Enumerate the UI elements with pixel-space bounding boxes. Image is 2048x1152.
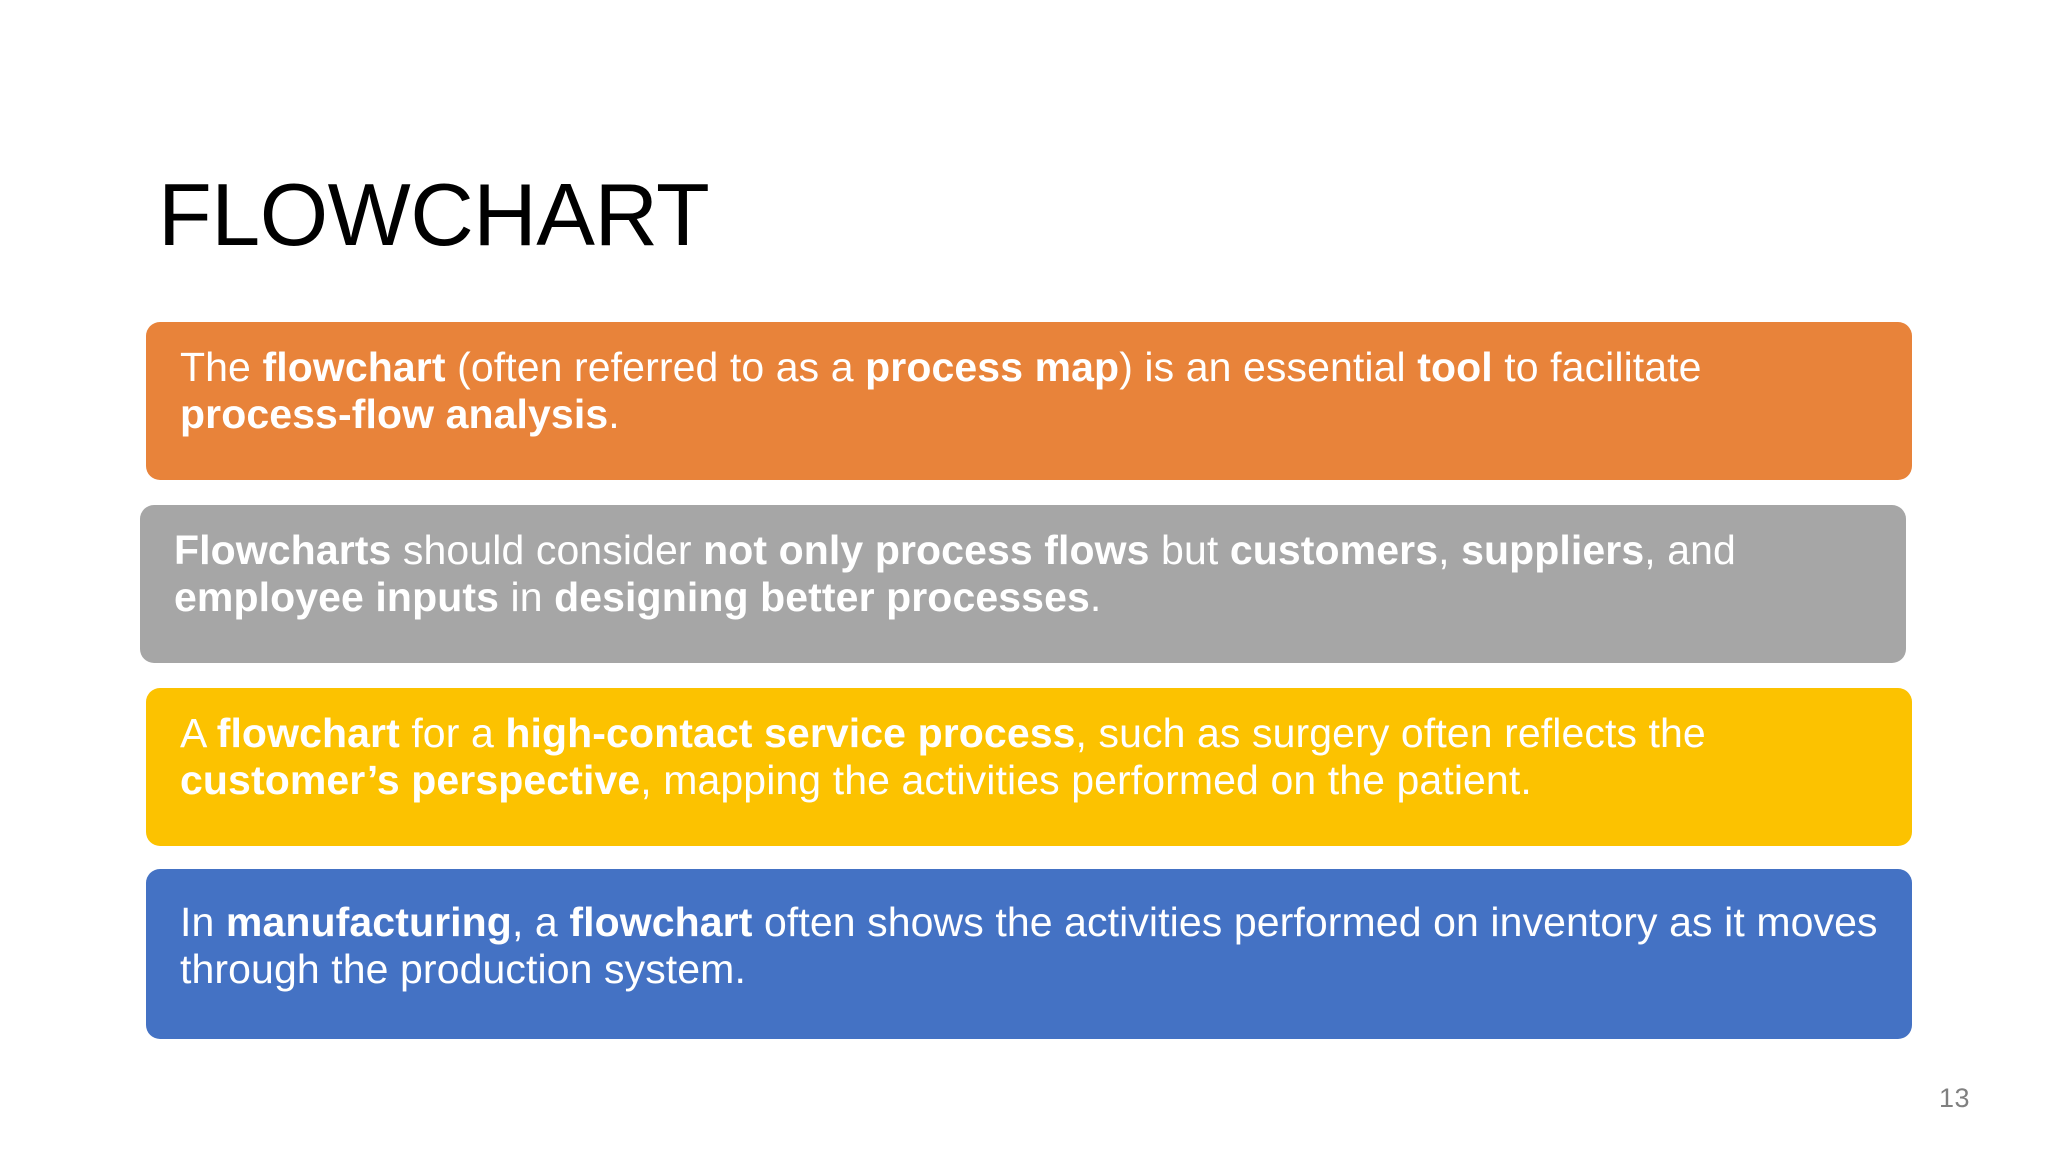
banner-text-1: The flowchart (often referred to as a pr… xyxy=(180,344,1702,437)
banner-high-contact-service: A flowchart for a high-contact service p… xyxy=(146,688,1912,846)
banner-manufacturing: In manufacturing, a flowchart often show… xyxy=(146,869,1912,1039)
page-title: FLOWCHART xyxy=(158,164,710,264)
page-number: 13 xyxy=(1938,1083,1970,1113)
banner-flowchart-considerations: Flowcharts should consider not only proc… xyxy=(140,505,1906,663)
banner-stack: The flowchart (often referred to as a pr… xyxy=(0,322,2048,1039)
banner-flowchart-definition: The flowchart (often referred to as a pr… xyxy=(146,322,1912,480)
banner-text-4: In manufacturing, a flowchart often show… xyxy=(180,899,1878,992)
banner-text-3: A flowchart for a high-contact service p… xyxy=(180,710,1706,803)
banner-text-2: Flowcharts should consider not only proc… xyxy=(174,527,1736,620)
